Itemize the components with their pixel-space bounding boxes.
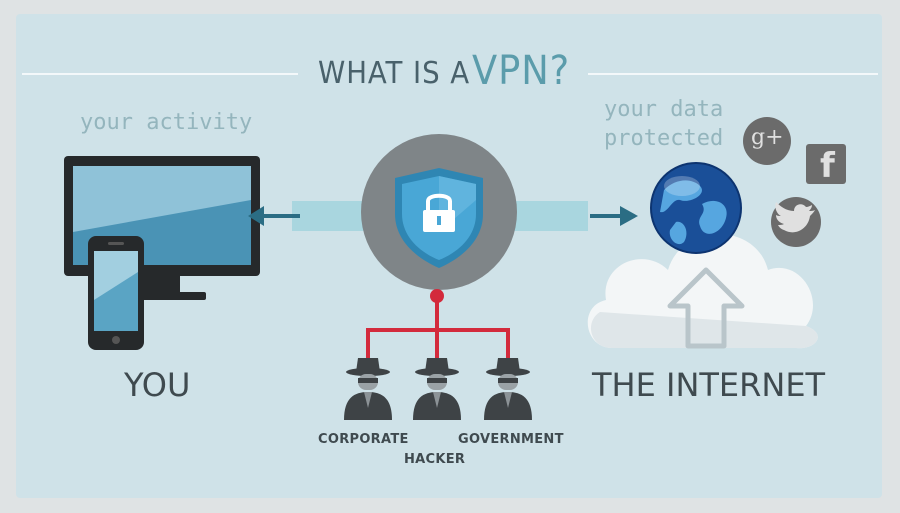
arrow-left-icon [248,206,300,226]
corporate-label: CORPORATE [318,432,409,447]
arrow-right-icon [590,206,638,226]
spy-government-icon [484,358,532,420]
government-label: GOVERNMENT [458,432,564,447]
lock-icon [423,193,455,232]
your-activity-caption: your activity [80,110,253,135]
google-plus-glyph: g+ [751,125,784,150]
twitter-icon [771,197,821,247]
cloud-icon [587,234,818,349]
globe-icon [650,162,742,254]
protected-caption: protected [604,126,724,151]
title-prefix: WHAT IS A [318,56,471,91]
your-data-caption: your data [604,97,724,122]
internet-label: THE INTERNET [592,366,826,404]
facebook-icon [806,144,846,184]
phone-icon [88,236,144,350]
vpn-tunnel [292,201,588,231]
facebook-glyph: f [820,146,835,186]
hacker-label: HACKER [404,452,466,467]
spy-hacker-icon [413,358,461,420]
threat-connector [366,289,510,358]
upload-arrow-icon [667,267,745,349]
title-vpn: VPN? [472,48,571,94]
google-plus-icon [743,117,791,165]
you-label: YOU [124,366,191,404]
spy-corporate-icon [344,358,392,420]
